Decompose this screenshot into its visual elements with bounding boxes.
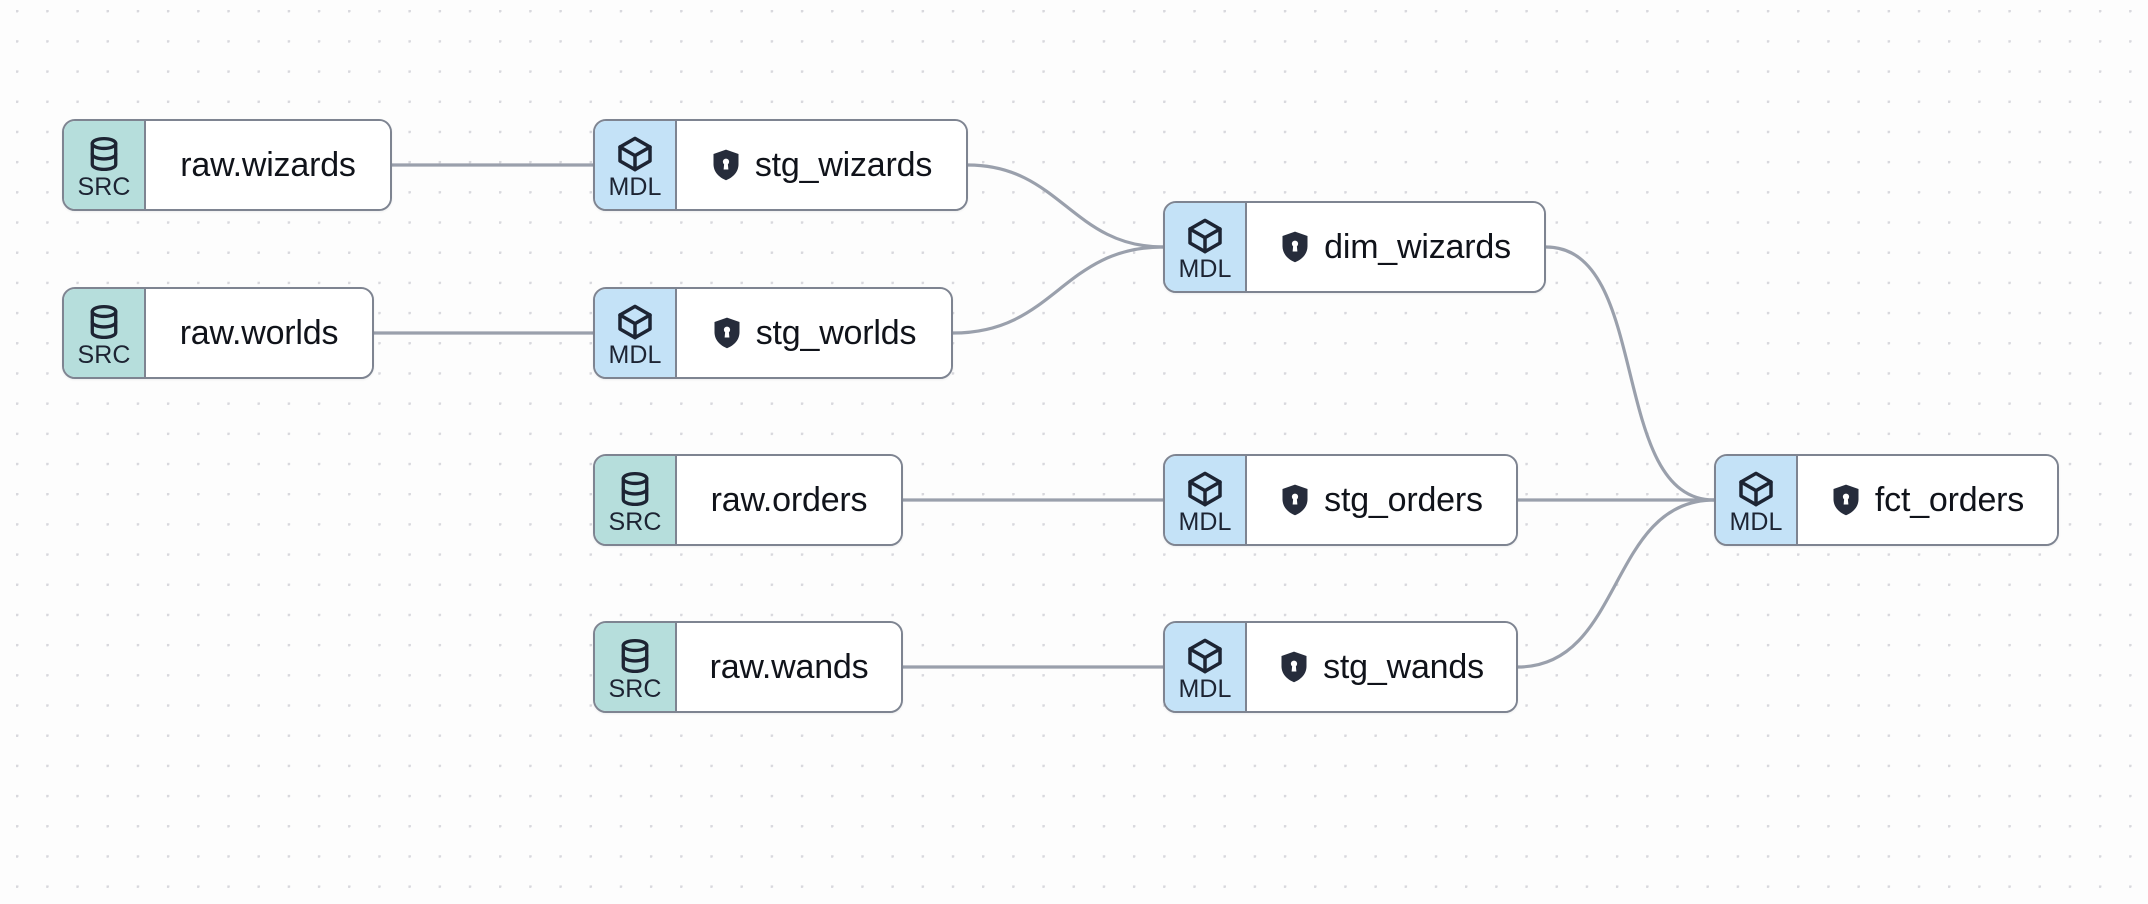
node-label-stg_wands: stg_wands (1323, 648, 1484, 686)
node-type-badge-raw_wands: SRC (595, 623, 677, 711)
database-icon (90, 304, 118, 340)
shield-lock-icon (714, 317, 740, 349)
node-type-label: MDL (608, 173, 662, 201)
node-dim_wizards[interactable]: MDL dim_wizards (1163, 201, 1546, 293)
node-type-label: MDL (1178, 255, 1232, 283)
node-type-label: MDL (1729, 508, 1783, 536)
node-label-stg_wizards: stg_wizards (754, 146, 933, 184)
node-body-stg_wands: stg_wands (1247, 623, 1516, 711)
node-label-fct_orders: fct_orders (1874, 481, 2025, 519)
node-body-fct_orders: fct_orders (1798, 456, 2057, 544)
node-type-badge-raw_orders: SRC (595, 456, 677, 544)
cube-icon (618, 136, 652, 172)
shield-lock-icon (1282, 231, 1308, 263)
shield-lock-icon (713, 149, 739, 181)
node-body-raw_wizards: raw.wizards (146, 121, 390, 209)
shield-lock-icon (1833, 484, 1859, 516)
node-raw_worlds[interactable]: SRC raw.worlds (62, 287, 374, 379)
node-type-badge-stg_orders: MDL (1165, 456, 1247, 544)
node-type-badge-dim_wizards: MDL (1165, 203, 1247, 291)
edge-stg_wands-to-fct_orders[interactable] (1516, 498, 1716, 669)
node-type-label: MDL (1178, 508, 1232, 536)
node-stg_orders[interactable]: MDL stg_orders (1163, 454, 1518, 546)
node-type-label: SRC (608, 508, 662, 536)
node-label-raw_worlds: raw.worlds (179, 314, 339, 352)
node-raw_wizards[interactable]: SRC raw.wizards (62, 119, 392, 211)
node-type-label: SRC (608, 675, 662, 703)
edge-dim_wizards-to-fct_orders[interactable] (1544, 245, 1716, 502)
node-raw_wands[interactable]: SRC raw.wands (593, 621, 903, 713)
database-icon (90, 136, 118, 172)
database-icon (621, 471, 649, 507)
node-body-raw_worlds: raw.worlds (146, 289, 372, 377)
node-type-badge-stg_wizards: MDL (595, 121, 677, 209)
node-type-badge-raw_wizards: SRC (64, 121, 146, 209)
cube-icon (618, 304, 652, 340)
node-type-label: SRC (77, 173, 131, 201)
node-body-raw_wands: raw.wands (677, 623, 901, 711)
node-label-raw_orders: raw.orders (710, 481, 868, 519)
cube-icon (1188, 471, 1222, 507)
node-stg_worlds[interactable]: MDL stg_worlds (593, 287, 953, 379)
node-label-raw_wizards: raw.wizards (180, 146, 356, 184)
node-raw_orders[interactable]: SRC raw.orders (593, 454, 903, 546)
node-type-badge-stg_worlds: MDL (595, 289, 677, 377)
node-body-dim_wizards: dim_wizards (1247, 203, 1544, 291)
node-body-raw_orders: raw.orders (677, 456, 901, 544)
node-body-stg_wizards: stg_wizards (677, 121, 966, 209)
database-icon (621, 638, 649, 674)
node-body-stg_worlds: stg_worlds (677, 289, 951, 377)
node-type-badge-stg_wands: MDL (1165, 623, 1247, 711)
node-type-label: SRC (77, 341, 131, 369)
cube-icon (1739, 471, 1773, 507)
node-label-stg_worlds: stg_worlds (755, 314, 917, 352)
node-fct_orders[interactable]: MDL fct_orders (1714, 454, 2059, 546)
node-type-label: MDL (1178, 675, 1232, 703)
node-label-stg_orders: stg_orders (1324, 481, 1483, 519)
node-type-badge-raw_worlds: SRC (64, 289, 146, 377)
node-type-badge-fct_orders: MDL (1716, 456, 1798, 544)
shield-lock-icon (1281, 651, 1307, 683)
node-body-stg_orders: stg_orders (1247, 456, 1516, 544)
node-stg_wands[interactable]: MDL stg_wands (1163, 621, 1518, 713)
cube-icon (1188, 218, 1222, 254)
cube-icon (1188, 638, 1222, 674)
node-type-label: MDL (608, 341, 662, 369)
edge-stg_worlds-to-dim_wizards[interactable] (951, 245, 1165, 335)
node-label-raw_wands: raw.wands (709, 648, 869, 686)
edge-stg_wizards-to-dim_wizards[interactable] (966, 163, 1165, 249)
node-stg_wizards[interactable]: MDL stg_wizards (593, 119, 968, 211)
node-label-dim_wizards: dim_wizards (1324, 228, 1511, 266)
shield-lock-icon (1282, 484, 1308, 516)
